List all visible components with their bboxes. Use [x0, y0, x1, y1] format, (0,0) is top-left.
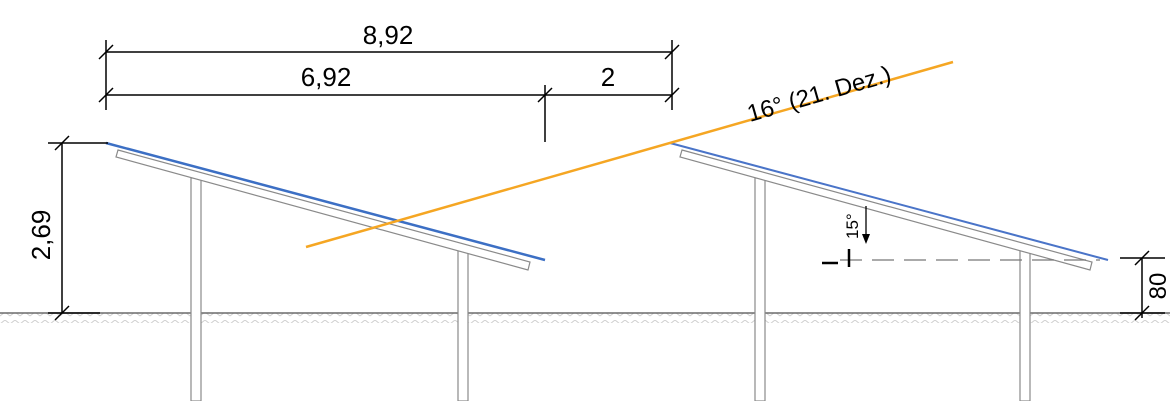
- sun-angle-label: 16° (21. Dez.): [744, 61, 894, 128]
- ground: [0, 312, 1170, 323]
- sun-angle-line: [305, 60, 954, 249]
- tick-mark: [98, 87, 114, 103]
- solar-table-right: [669, 142, 1109, 402]
- dimension-label-gap: 2: [601, 62, 615, 92]
- mounting-rail: [115, 149, 531, 271]
- mounting-rail: [679, 149, 1093, 271]
- solar-panel: [105, 141, 546, 262]
- tick-mark: [537, 87, 553, 103]
- vertical-dimension-right: [1120, 250, 1165, 321]
- tick-mark: [664, 44, 680, 60]
- tick-mark: [1134, 250, 1150, 266]
- support-post: [457, 247, 469, 402]
- solar-table-left: [105, 141, 546, 402]
- support-post: [1019, 245, 1031, 402]
- dimension-label-total: 8,92: [363, 20, 414, 50]
- solar-panel: [669, 142, 1109, 261]
- tilt-angle-label: 15°: [843, 213, 862, 239]
- tick-mark: [54, 135, 70, 151]
- dimension-label-spacing: 6,92: [301, 62, 352, 92]
- tick-mark: [54, 305, 70, 321]
- tick-mark: [98, 44, 114, 60]
- tick-mark: [664, 87, 680, 103]
- support-post: [190, 177, 202, 402]
- dimension-label-height: 2,69: [26, 210, 56, 261]
- ground-hatch: [0, 313, 1170, 323]
- vertical-dimension-left: [48, 135, 108, 321]
- tick-mark: [1134, 305, 1150, 321]
- tilt-angle-arrowhead: [862, 234, 870, 244]
- dimension-label-lower-edge: 80: [1145, 273, 1170, 300]
- support-post: [754, 177, 766, 402]
- horizontal-dimensions: [98, 40, 680, 142]
